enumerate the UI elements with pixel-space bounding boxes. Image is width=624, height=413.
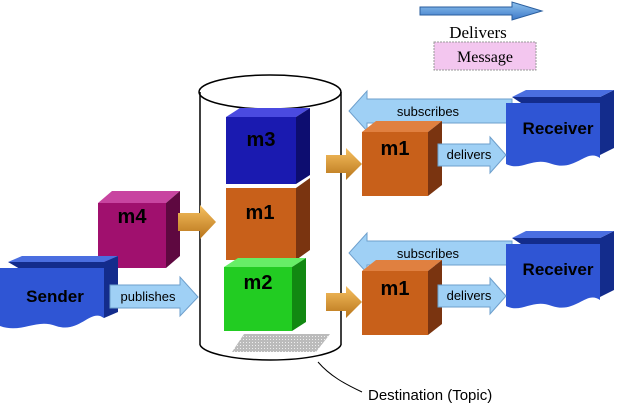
receiver-label-top: Receiver — [523, 119, 594, 138]
delivers-arrow-bottom: delivers — [437, 276, 507, 316]
destination-label: Destination (Topic) — [368, 387, 492, 404]
destination-to-m1-top-arrow-icon — [326, 148, 362, 180]
delivers-label-bottom: delivers — [447, 288, 492, 303]
message-cube-m3: m3 — [226, 108, 310, 184]
message-label-m3: m3 — [247, 129, 276, 151]
legend-message-label: Message — [457, 49, 513, 66]
delivers-label-top: delivers — [447, 147, 492, 162]
message-label-m4: m4 — [118, 206, 148, 228]
legend-message-box — [433, 41, 537, 71]
publishes-label: publishes — [121, 289, 176, 304]
message-label-m1-bottom: m1 — [381, 278, 410, 300]
delivers-arrow-top: delivers — [437, 135, 507, 175]
receiver-bottom: subscribes Receiver m1 delivers — [348, 231, 614, 335]
message-label-m2: m2 — [244, 272, 273, 294]
message-label-m1-destination: m1 — [246, 202, 275, 224]
subscribes-label-top: subscribes — [397, 104, 460, 119]
legend-delivers-label: Delivers — [449, 23, 507, 42]
message-cube-m1-top: m1 — [362, 121, 442, 196]
sender: Sender — [0, 256, 118, 329]
message-label-m1-top: m1 — [381, 138, 410, 160]
publishes-arrow: publishes — [109, 275, 199, 318]
legend-delivers-arrow-icon — [419, 1, 544, 21]
sender-label: Sender — [26, 287, 84, 306]
destination-callout-line — [317, 361, 363, 393]
message-cube-m1-bottom: m1 — [362, 260, 442, 335]
subscribes-label-bottom: subscribes — [397, 246, 460, 261]
m4-to-destination-arrow-icon — [178, 205, 216, 239]
cylinder-shadow — [232, 334, 330, 352]
legend: Delivers Message — [419, 1, 544, 71]
destination-to-m1-bottom-arrow-icon — [326, 286, 362, 318]
receiver-top: subscribes Receiver m1 delivers — [348, 89, 614, 196]
message-cube-m1-destination: m1 — [226, 178, 310, 260]
message-cube-m2: m2 — [224, 258, 306, 331]
receiver-label-bottom: Receiver — [523, 260, 594, 279]
